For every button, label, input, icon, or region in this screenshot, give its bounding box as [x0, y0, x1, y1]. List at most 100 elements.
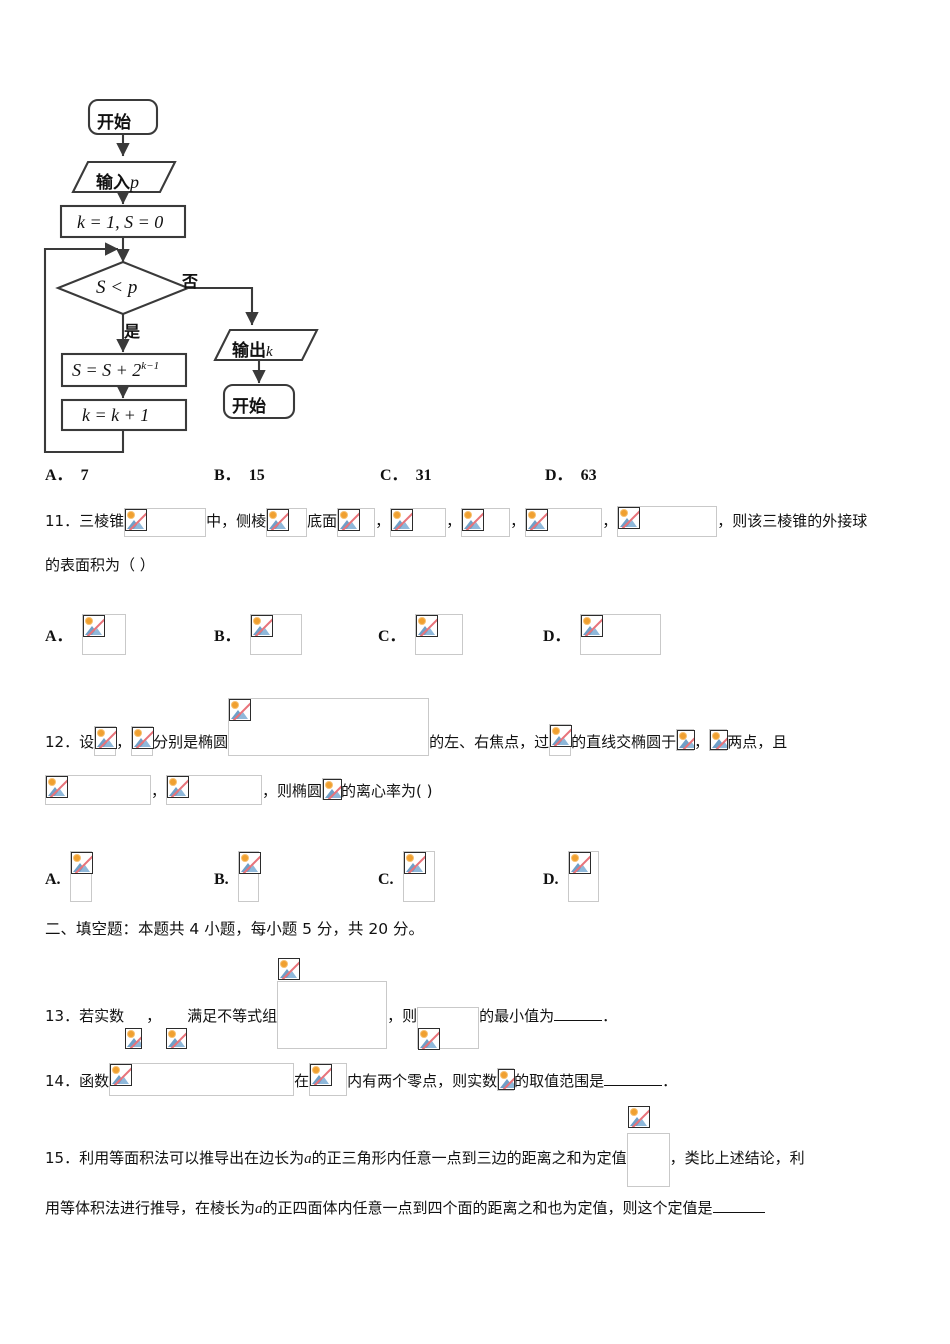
q12-seg4: 的直线交椭圆于 [571, 733, 677, 751]
q12-option-d[interactable]: D. [543, 851, 599, 902]
broken-image-placeholder [402, 851, 435, 902]
broken-image-icon [580, 615, 603, 637]
q14-seg1: 函数 [79, 1072, 110, 1090]
sun-icon [418, 618, 425, 624]
question-13-line: 13．若实数，满足不等式组，则的最小值为． [45, 958, 617, 1050]
q12-number: 12． [45, 733, 80, 751]
q14-period: ． [662, 1072, 678, 1090]
q11-seg2: 中，侧棱 [206, 512, 267, 530]
q12-option-c-label: C. [378, 871, 394, 888]
sun-icon [85, 618, 92, 624]
q11-option-b-label: B． [214, 628, 241, 645]
mountain-peak-icon [141, 740, 152, 747]
q12-option-a[interactable]: A. [45, 851, 93, 902]
q11-option-a[interactable]: A． [45, 614, 126, 655]
broken-image-icon [415, 615, 438, 637]
flow-node-output-label: 输出k [232, 336, 273, 361]
q11-option-c-label: C． [378, 628, 406, 645]
q10-option-a[interactable]: A． 7 [45, 461, 89, 485]
q14-seg2: 在 [294, 1072, 310, 1090]
broken-image-placeholder [709, 729, 729, 751]
q11-comma-3: ， [510, 512, 526, 530]
broken-image-placeholder [309, 1063, 348, 1096]
broken-image-placeholder [124, 1007, 147, 1049]
q14-seg4: 的取值范围是 [514, 1072, 605, 1090]
broken-image-icon [550, 725, 573, 747]
broken-image-icon [391, 509, 414, 531]
mountain-peak-icon [176, 789, 187, 796]
q11-comma-4: ， [602, 512, 618, 530]
broken-image-icon [323, 779, 343, 800]
q14-answer-blank[interactable] [604, 1071, 663, 1086]
broken-image-icon [710, 730, 729, 750]
broken-image-placeholder [417, 1007, 480, 1050]
broken-image-placeholder [237, 851, 261, 902]
q11-number: 11． [45, 512, 80, 530]
q10-option-c[interactable]: C． 31 [380, 461, 432, 485]
q12-option-b[interactable]: B. [214, 851, 261, 902]
broken-image-icon [250, 615, 273, 637]
broken-image-icon [418, 1028, 441, 1050]
broken-image-placeholder [579, 614, 661, 655]
q12-seg5: 两点，且 [727, 733, 788, 751]
mountain-peak-icon [471, 522, 482, 529]
mountain-peak-icon [412, 865, 423, 872]
broken-image-placeholder [45, 775, 151, 805]
section-2-heading: 二、填空题：本题共 4 小题，每小题 5 分，共 20 分。 [45, 920, 425, 938]
flow-node-process1-label: S = S + 2k−1 [72, 360, 159, 381]
q11-seg1: 三棱锥 [79, 512, 125, 530]
sun-icon [49, 779, 55, 785]
flow-process1-exponent: k−1 [141, 360, 160, 372]
broken-image-icon [46, 776, 68, 798]
q10-option-b[interactable]: B． 15 [214, 461, 265, 485]
sun-icon [128, 512, 135, 518]
broken-image-placeholder [166, 775, 263, 805]
broken-image-icon [338, 509, 361, 531]
q11-option-b[interactable]: B． [214, 614, 302, 655]
sun-icon [270, 512, 277, 518]
flow-branch-no-label: 否 [182, 274, 199, 291]
q14-number: 14． [45, 1072, 80, 1090]
q10-option-d-label: D． [545, 467, 573, 484]
q15-answer-blank[interactable] [712, 1198, 765, 1213]
mountain-peak-icon [259, 628, 270, 635]
broken-image-placeholder [567, 851, 599, 902]
sun-icon [341, 512, 348, 518]
mountain-peak-icon [332, 791, 342, 798]
sun-icon [128, 1031, 135, 1037]
mountain-peak-icon [719, 741, 728, 748]
mountain-peak-icon [507, 1081, 515, 1088]
sun-icon [113, 1067, 120, 1073]
broken-image-icon [278, 958, 301, 980]
q12-comma-1: ， [116, 733, 132, 751]
q11-option-d[interactable]: D． [543, 614, 661, 655]
mountain-peak-icon [134, 522, 145, 529]
mountain-peak-icon [119, 1077, 130, 1084]
q15-line1-var: a [304, 1151, 312, 1167]
broken-image-icon [82, 615, 105, 637]
broken-image-placeholder [266, 508, 308, 537]
broken-image-placeholder [390, 508, 447, 537]
sun-icon [135, 730, 142, 736]
q11-option-c[interactable]: C． [378, 614, 463, 655]
flow-node-init-label: k = 1, S = 0 [77, 212, 164, 232]
flow-node-process2-label: k = k + 1 [82, 405, 150, 425]
broken-image-placeholder [337, 508, 376, 537]
q10-option-d[interactable]: D． 63 [545, 461, 597, 485]
broken-image-icon [238, 852, 261, 874]
q10-option-a-label: A． [45, 467, 73, 484]
sun-icon [313, 1067, 320, 1073]
flow-process1-text: S = S + 2 [72, 360, 142, 380]
broken-image-placeholder [161, 1007, 188, 1049]
q13-comma: ， [146, 1007, 162, 1025]
q12-option-c[interactable]: C. [378, 851, 435, 902]
sun-icon [394, 512, 401, 518]
broken-image-icon [568, 852, 591, 874]
question-15-line-1: 15．利用等面积法可以推导出在边长为a的正三角形内任意一点到三边的距离之和为定值… [45, 1106, 805, 1187]
q13-answer-blank[interactable] [554, 1006, 603, 1021]
sun-icon [169, 1031, 176, 1037]
sun-icon [232, 702, 239, 708]
broken-image-icon [403, 852, 426, 874]
q15-line1c: ，类比上述结论，利 [669, 1149, 805, 1167]
broken-image-placeholder [109, 1063, 295, 1096]
